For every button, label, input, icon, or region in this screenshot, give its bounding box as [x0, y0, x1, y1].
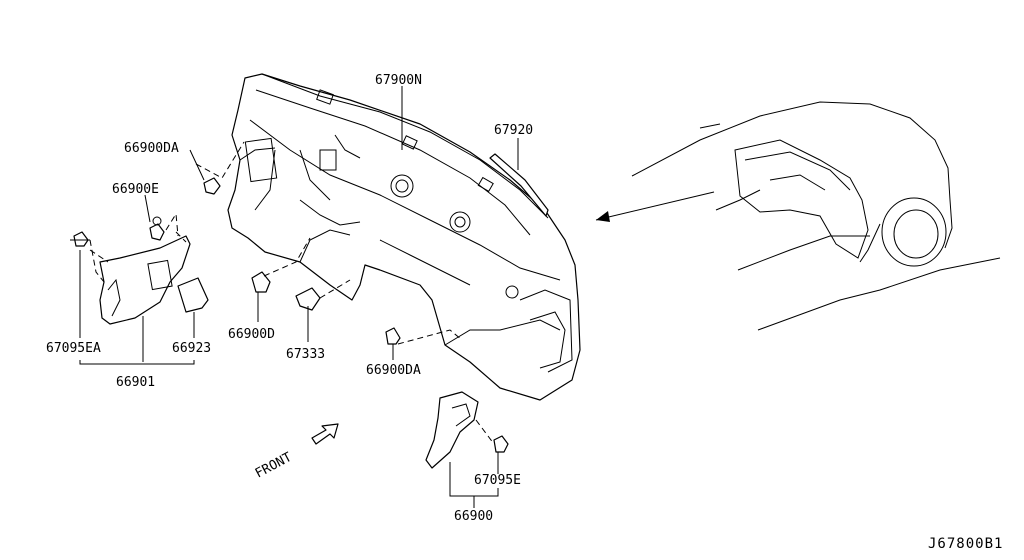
- label-66900da-bottom: 66900DA: [366, 363, 421, 378]
- label-67095e: 67095E: [474, 473, 521, 488]
- clip-66900e-part: [149, 216, 165, 241]
- front-arrow-icon: [311, 423, 339, 445]
- front-indicator: FRONT: [253, 423, 339, 482]
- seal-strip-part: [489, 153, 549, 217]
- label-66900: 66900: [454, 509, 493, 524]
- front-label: FRONT: [253, 450, 295, 482]
- label-67095ea: 67095EA: [46, 341, 101, 356]
- dash-insulator-part: [227, 73, 581, 401]
- part-labels: 67900N 67920 66900DA 66900E 67095EA 6692…: [46, 73, 1003, 552]
- clip-67095e-part: [493, 435, 509, 453]
- finisher-66900-part: [425, 391, 479, 469]
- clip-66900d-part: [251, 271, 271, 293]
- finisher-66901-part: [99, 235, 191, 325]
- clip-66900da-top-part: [203, 177, 221, 195]
- assembly-lines: [89, 141, 495, 445]
- spacer-67333-part: [295, 287, 321, 311]
- label-67900n: 67900N: [375, 73, 422, 88]
- clip-67095ea-part: [70, 231, 90, 247]
- clip-66900da-bottom-part: [385, 327, 401, 345]
- label-67920: 67920: [494, 123, 533, 138]
- label-66900da-top: 66900DA: [124, 141, 179, 156]
- label-66900d: 66900D: [228, 327, 275, 342]
- label-66923: 66923: [172, 341, 211, 356]
- label-66900e: 66900E: [112, 182, 159, 197]
- cover-66923-part: [177, 277, 209, 313]
- leader-lines: [79, 86, 519, 508]
- label-67333: 67333: [286, 347, 325, 362]
- label-66901: 66901: [116, 375, 155, 390]
- reference-code: J67800B1: [928, 536, 1003, 552]
- vehicle-locator: [595, 101, 1001, 331]
